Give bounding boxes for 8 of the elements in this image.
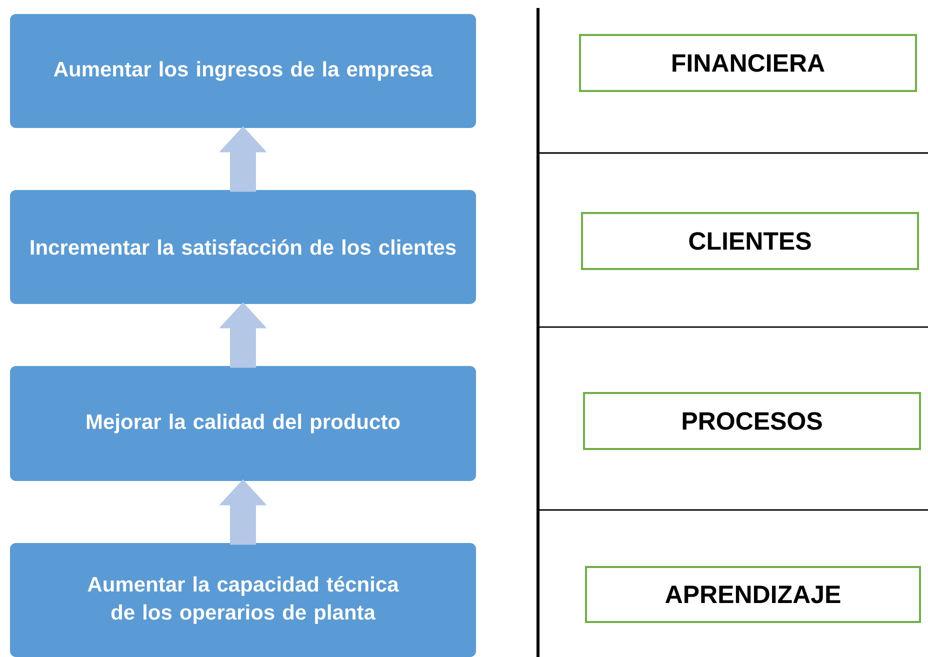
perspective-box: CLIENTES bbox=[581, 212, 919, 270]
objective-box: Incrementar la satisfacción de los clientes bbox=[10, 190, 476, 304]
objective-box: Mejorar la calidad del producto bbox=[10, 366, 476, 481]
perspective-box: PROCESOS bbox=[583, 392, 921, 450]
objective-box: Aumentar los ingresos de la empresa bbox=[10, 14, 476, 128]
objective-box: Aumentar la capacidad técnica de los operarios de planta bbox=[10, 543, 476, 657]
perspective-box: FINANCIERA bbox=[579, 34, 917, 92]
perspective-box: APRENDIZAJE bbox=[585, 566, 921, 623]
